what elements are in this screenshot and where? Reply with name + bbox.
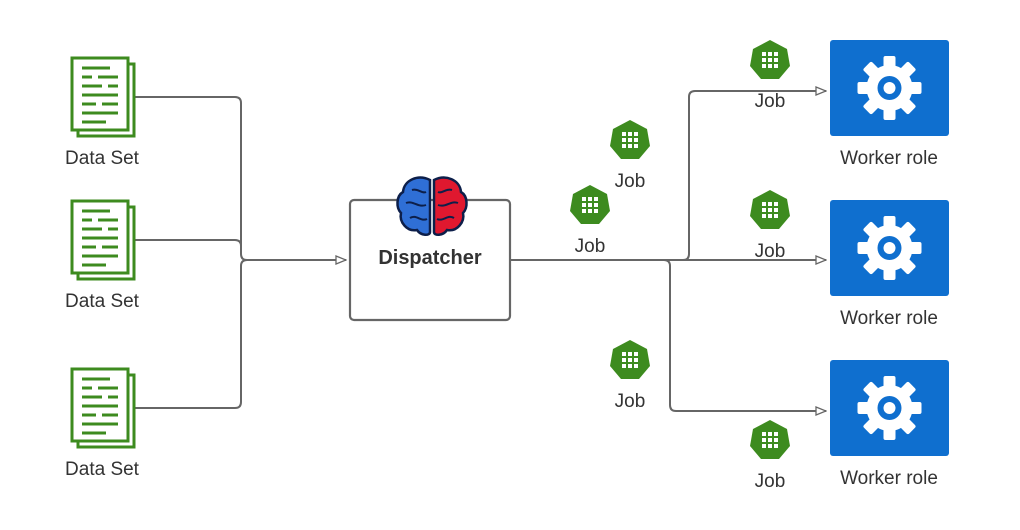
document-icon xyxy=(70,56,136,138)
job-icon xyxy=(750,420,790,459)
job-icon xyxy=(610,120,650,159)
job-2: Job xyxy=(570,185,610,257)
job-icon xyxy=(750,190,790,229)
job-label: Job xyxy=(575,236,606,257)
dataset-connectors xyxy=(133,96,346,409)
worker-role-3[interactable]: Worker role xyxy=(830,360,949,489)
dataset-2[interactable]: Data Set xyxy=(65,199,140,312)
dataset-label: Data Set xyxy=(65,148,140,169)
dataset-label: Data Set xyxy=(65,291,140,312)
job-5: Job xyxy=(750,190,790,262)
document-icon xyxy=(70,367,136,449)
gear-icon xyxy=(857,376,922,440)
worker-connectors xyxy=(511,91,826,411)
job-icon xyxy=(570,185,610,224)
dataset-1[interactable]: Data Set xyxy=(65,56,140,169)
worker-label: Worker role xyxy=(840,148,938,169)
connector-dataset-3 xyxy=(133,259,248,409)
job-6: Job xyxy=(750,420,790,492)
dispatcher-node[interactable]: Dispatcher xyxy=(348,176,512,322)
job-label: Job xyxy=(615,391,646,412)
worker-role-2[interactable]: Worker role xyxy=(830,200,949,329)
job-label: Job xyxy=(755,241,786,262)
worker-label: Worker role xyxy=(840,308,938,329)
job-4: Job xyxy=(750,40,790,112)
document-icon xyxy=(70,199,136,281)
brain-icon xyxy=(396,176,468,236)
job-1: Job xyxy=(610,120,650,192)
worker-label: Worker role xyxy=(840,468,938,489)
connector-dataset-1 xyxy=(133,96,346,260)
connector-worker-3 xyxy=(663,259,826,411)
job-icon xyxy=(610,340,650,379)
worker-role-1[interactable]: Worker role xyxy=(830,40,949,169)
job-icon xyxy=(750,40,790,79)
dataset-label: Data Set xyxy=(65,459,140,480)
job-label: Job xyxy=(615,171,646,192)
connector-dataset-2 xyxy=(133,239,242,247)
gear-icon xyxy=(857,216,922,280)
dataset-3[interactable]: Data Set xyxy=(65,367,140,480)
job-3: Job xyxy=(610,340,650,412)
connector-worker-1 xyxy=(511,91,826,261)
job-label: Job xyxy=(755,91,786,112)
job-label: Job xyxy=(755,471,786,492)
dispatcher-label: Dispatcher xyxy=(378,247,482,269)
gear-icon xyxy=(857,56,922,120)
